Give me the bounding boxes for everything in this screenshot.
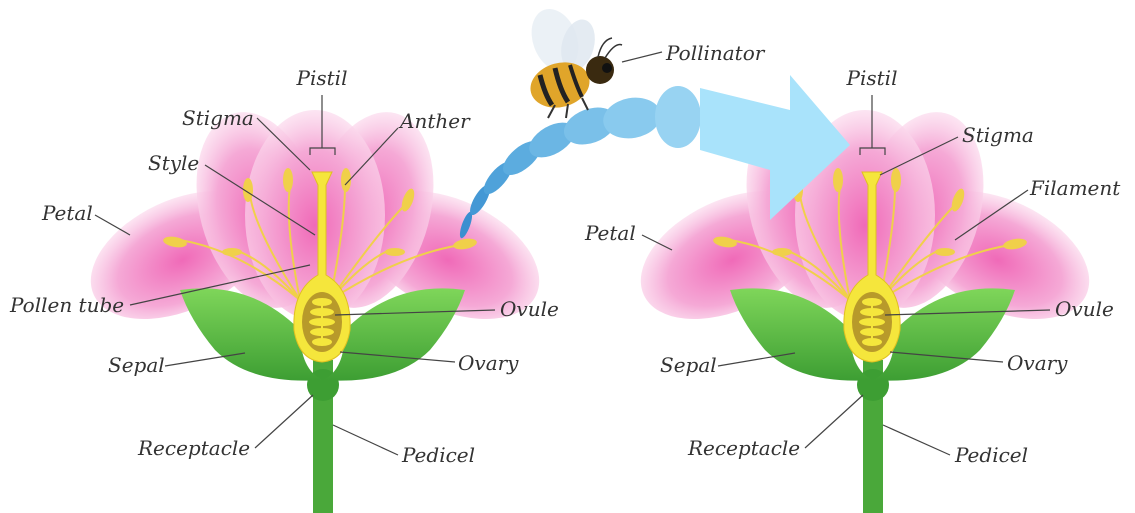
bee-pollinator <box>523 2 622 118</box>
label-ovule-left: Ovule <box>500 297 559 321</box>
pollinator-label-group: Pollinator <box>622 41 766 65</box>
label-petal-left: Petal <box>41 201 93 225</box>
label-receptacle-right: Receptacle <box>687 436 800 460</box>
label-ovule-right: Ovule <box>1055 297 1114 321</box>
label-style-left: Style <box>148 151 199 175</box>
label-ovary-right: Ovary <box>1007 351 1068 375</box>
label-pollinator: Pollinator <box>665 41 766 65</box>
label-filament-right: Filament <box>1029 176 1121 200</box>
label-pedicel-left: Pedicel <box>401 443 475 467</box>
label-pistil-left: Pistil <box>296 66 348 90</box>
label-stigma-right: Stigma <box>962 123 1034 147</box>
label-sepal-left: Sepal <box>108 353 165 377</box>
label-anther-left: Anther <box>398 109 471 133</box>
label-pedicel-right: Pedicel <box>954 443 1028 467</box>
label-petal-right: Petal <box>584 221 636 245</box>
label-ovary-left: Ovary <box>458 351 519 375</box>
label-sepal-right: Sepal <box>660 353 717 377</box>
label-receptacle-left: Receptacle <box>137 436 250 460</box>
label-pistil-right: Pistil <box>846 66 898 90</box>
label-stigma-left: Stigma <box>182 106 254 130</box>
label-pollen-tube-left: Pollen tube <box>9 293 124 317</box>
